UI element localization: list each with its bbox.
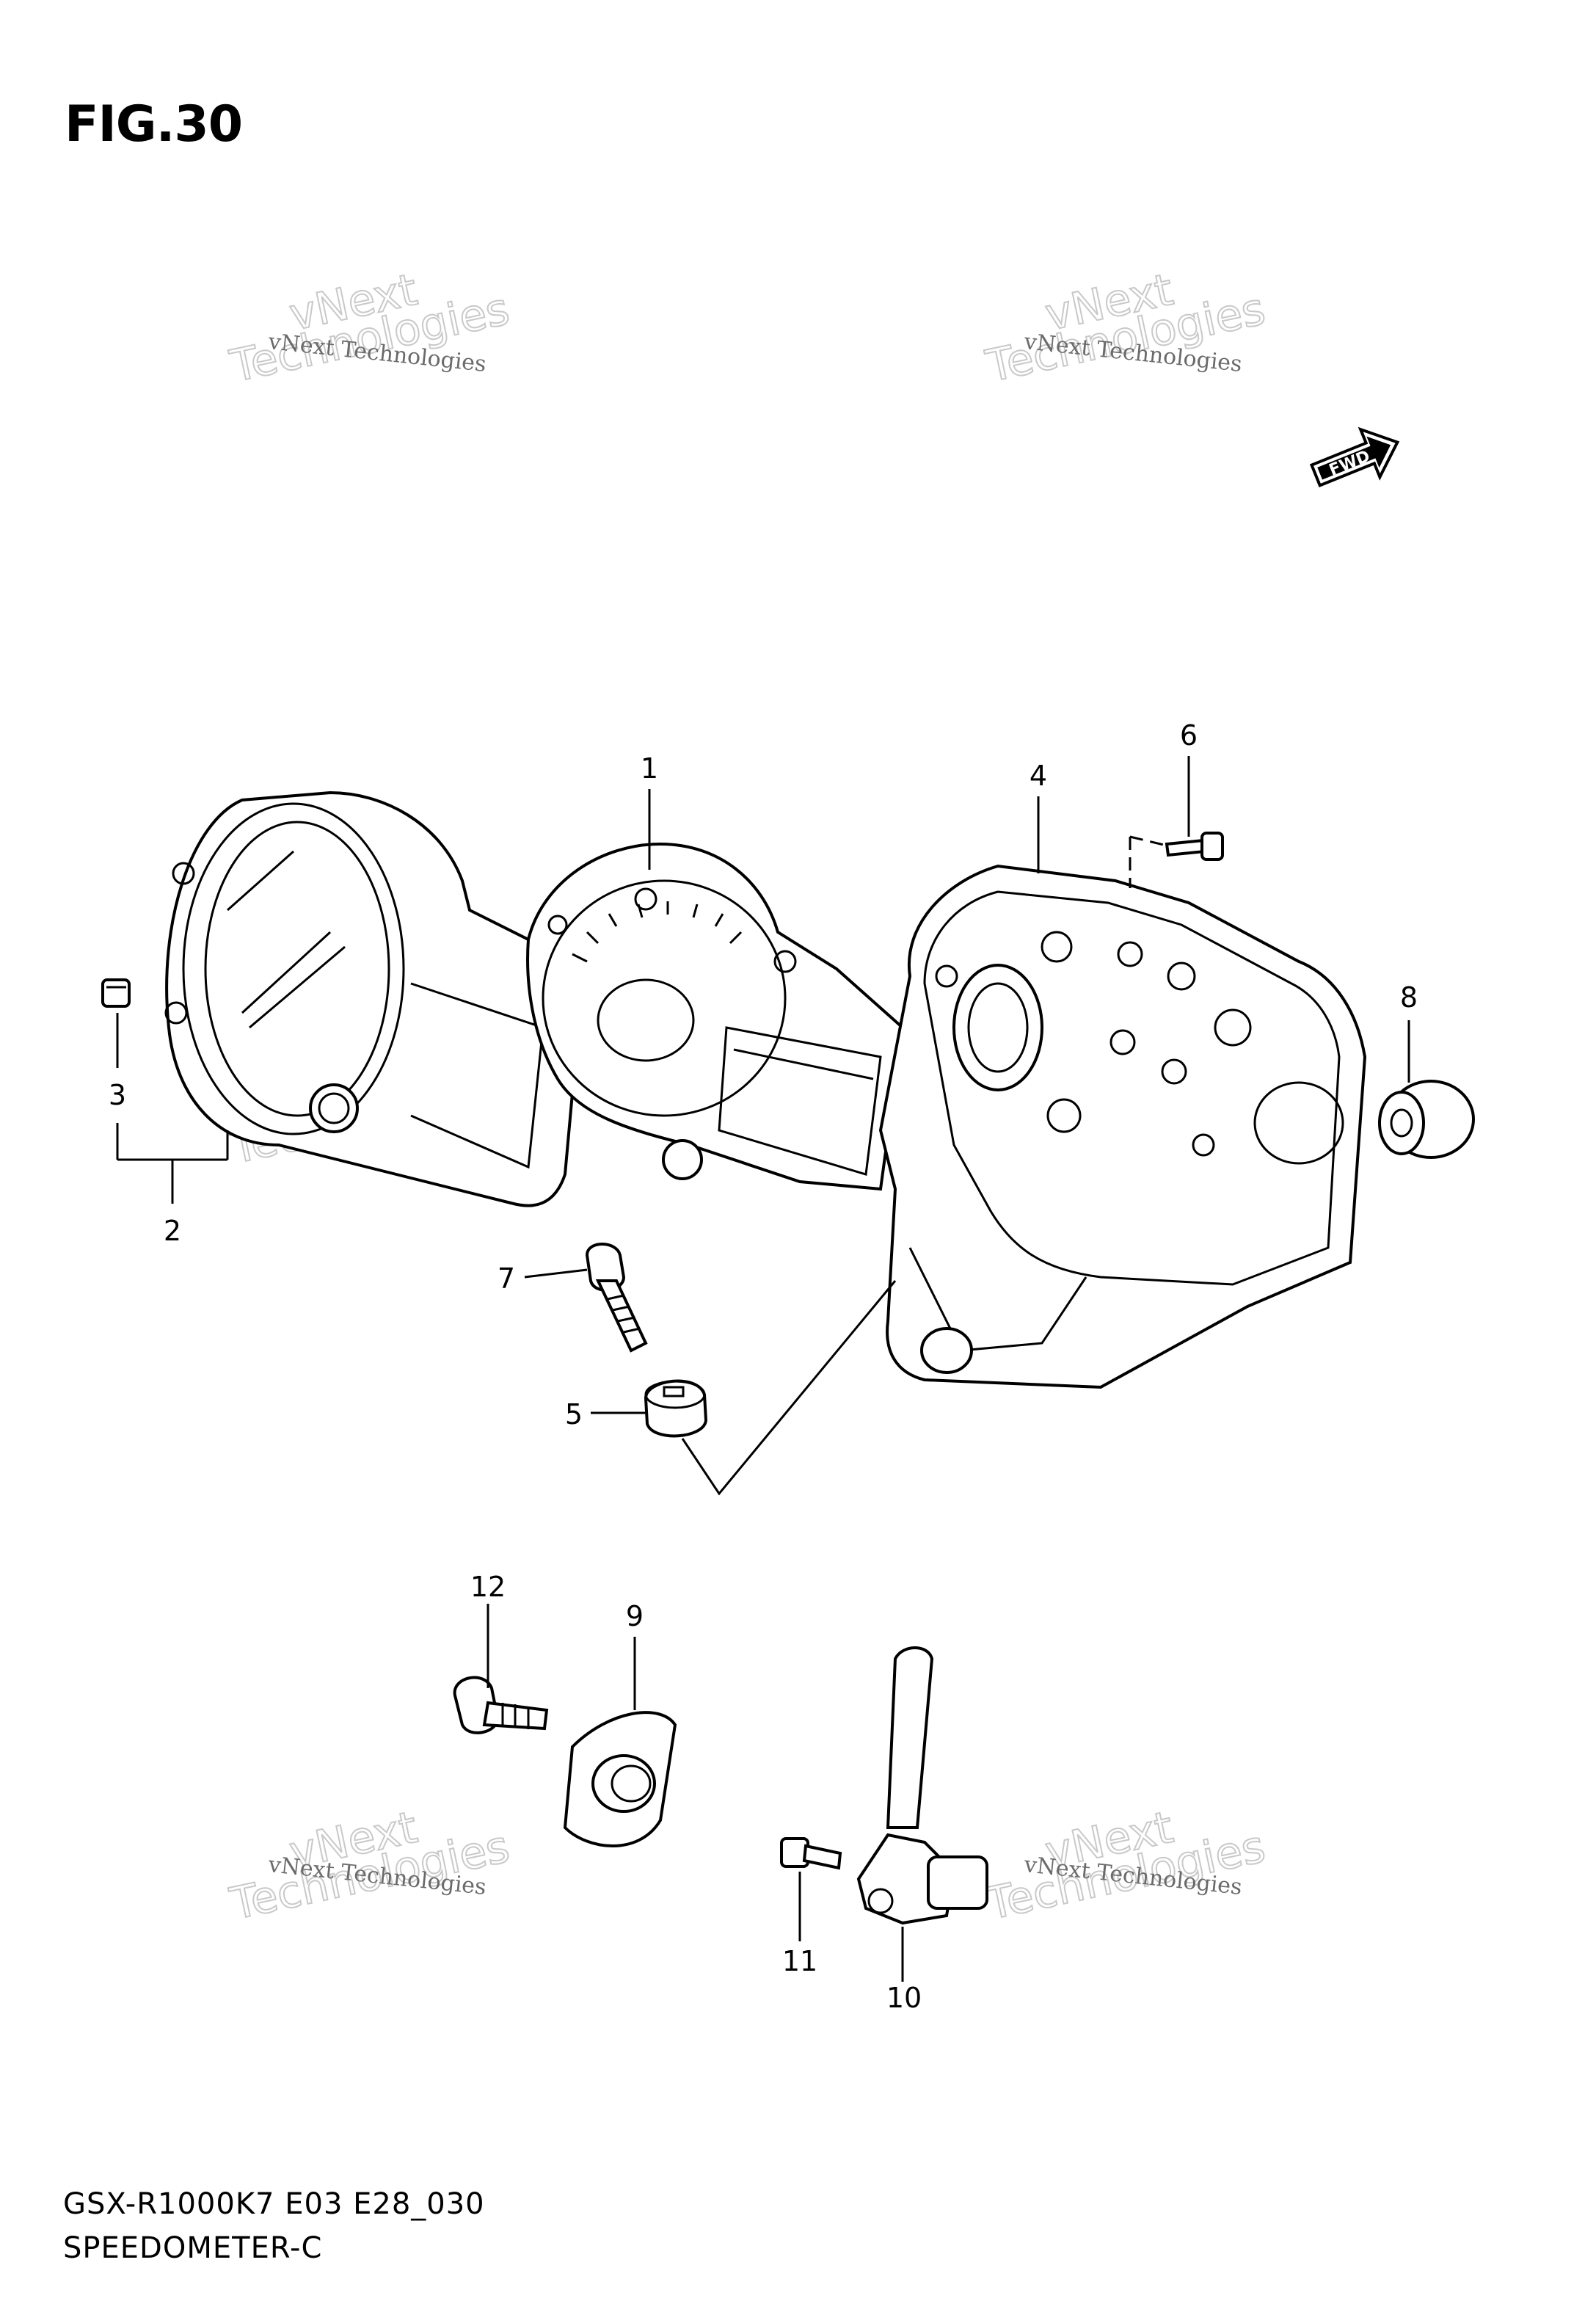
callout-2: 2 xyxy=(164,1215,181,1247)
meter-case-part-4 xyxy=(878,864,1367,1389)
callout-5: 5 xyxy=(565,1398,583,1431)
leader-lines xyxy=(116,756,1410,1982)
callout-11: 11 xyxy=(782,1945,817,1977)
assembly-leader-line xyxy=(681,1280,897,1496)
sensor-part-10 xyxy=(856,1646,988,1925)
callout-3: 3 xyxy=(109,1079,126,1111)
plate-part-9 xyxy=(563,1711,677,1847)
damper-part-5 xyxy=(644,1379,708,1438)
bolt-part-7 xyxy=(585,1243,648,1353)
callout-4: 4 xyxy=(1030,760,1047,792)
screw-part-6 xyxy=(1129,832,1224,888)
bolt-part-12 xyxy=(453,1676,549,1734)
watermark-bottom-right: Technologies vNext vNext Technologies xyxy=(981,1801,1271,1931)
speedometer-assembly-part-1 xyxy=(526,842,905,1191)
callout-10: 10 xyxy=(886,1982,922,2014)
watermark-top-left: Technologies vNext vNext Technologies xyxy=(225,263,515,393)
callout-1: 1 xyxy=(641,752,658,785)
callout-9: 9 xyxy=(626,1600,644,1632)
model-code: GSX-R1000K7 E03 E28_030 xyxy=(63,2187,485,2221)
callout-12: 12 xyxy=(470,1571,506,1603)
fwd-arrow-icon: FWD xyxy=(1309,426,1400,487)
figure-title: FIG.30 xyxy=(65,95,243,153)
watermark-bottom-left: Technologies vNext vNext Technologies xyxy=(225,1801,515,1931)
meter-cover-part-2 xyxy=(164,790,582,1207)
callout-6: 6 xyxy=(1180,719,1198,752)
bolt-part-11 xyxy=(780,1837,842,1870)
watermark-top-right: Technologies vNext vNext Technologies xyxy=(981,263,1271,393)
nut-part-3 xyxy=(101,978,131,1008)
grommet-part-8 xyxy=(1378,1080,1475,1159)
diagram-name: SPEEDOMETER-C xyxy=(63,2231,323,2265)
callout-7: 7 xyxy=(498,1262,515,1295)
callout-8: 8 xyxy=(1400,981,1418,1014)
